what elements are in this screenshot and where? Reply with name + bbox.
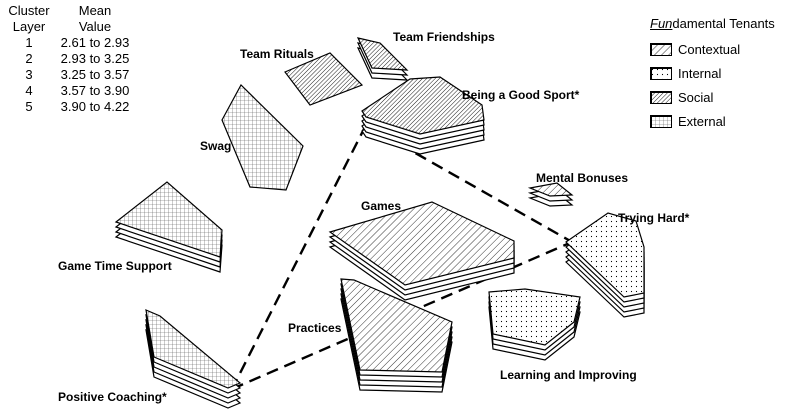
label-positive-coaching: Positive Coaching* (58, 390, 167, 404)
range-cell: 3.25 to 3.57 (60, 67, 130, 82)
label-trying-hard: Trying Hard* (618, 211, 690, 225)
team-friendships-cluster (356, 37, 409, 81)
label-team-friendships: Team Friendships (393, 30, 495, 44)
label-team-rituals: Team Rituals (240, 47, 314, 61)
label-learning-and-improving: Learning and Improving (500, 368, 637, 382)
label-practices: Practices (288, 321, 342, 335)
layer-cell: 3 (25, 67, 33, 82)
table-row: 3 3.25 to 3.57 (0, 67, 132, 83)
label-swag: Swag (200, 139, 232, 153)
trying-hard-cluster (565, 212, 645, 318)
internal-swatch (650, 66, 672, 80)
layer-cell: 1 (25, 35, 33, 50)
label-games: Games (361, 199, 402, 213)
cluster-layer (284, 52, 364, 106)
cluster-layer-table: Cluster Mean Layer Value 1 2.61 to 2.93 … (0, 3, 132, 115)
mental-bonuses-cluster (527, 182, 574, 207)
games-cluster (328, 201, 515, 301)
being-a-good-sport-cluster (361, 76, 485, 155)
link-good-sport-positive-coaching (230, 124, 368, 390)
range-cell: 2.93 to 3.25 (60, 51, 130, 66)
team-rituals-cluster (284, 52, 364, 106)
cluster-layer (221, 84, 304, 191)
header-layer: Layer (12, 19, 46, 34)
positive-coaching-cluster (145, 309, 242, 409)
cluster-layer (527, 182, 574, 197)
legend-title: Fundamental Tenants (650, 16, 775, 31)
header-mean: Mean (78, 3, 112, 18)
range-cell: 2.61 to 2.93 (60, 35, 130, 50)
label-mental-bonuses: Mental Bonuses (536, 171, 629, 185)
legend-label: Internal (678, 65, 722, 81)
table-row: 4 3.57 to 3.90 (0, 83, 132, 99)
cluster-layer (145, 309, 242, 389)
cluster-layer (114, 181, 223, 258)
contextual-swatch (650, 42, 672, 56)
table-row: 5 3.90 to 4.22 (0, 99, 132, 115)
layer-cell: 4 (25, 83, 33, 98)
external-swatch (650, 114, 672, 128)
social-swatch (650, 90, 672, 104)
link-positive-coaching-trying-hard (231, 240, 573, 391)
practices-cluster (340, 278, 453, 393)
cluster-layer (328, 201, 515, 286)
cluster-layer (488, 288, 581, 346)
legend-item-social: Social (650, 85, 775, 109)
cluster-layer (356, 37, 409, 71)
legend-label: Contextual (678, 41, 741, 57)
game-time-support-cluster (114, 181, 223, 273)
label-being-a-good-sport: Being a Good Sport* (462, 88, 580, 102)
learning-and-improving-cluster (488, 288, 581, 361)
legend-label: Social (678, 89, 714, 105)
table-row: 2 2.93 to 3.25 (0, 51, 132, 67)
layer-cell: 2 (25, 51, 33, 66)
table-row: 1 2.61 to 2.93 (0, 35, 132, 51)
legend-item-external: External (650, 109, 775, 133)
header-cluster: Cluster (8, 3, 50, 18)
swag-cluster (221, 84, 304, 191)
legend: Fundamental Tenants Contextual Internal … (650, 16, 775, 133)
layer-cell: 5 (25, 99, 33, 114)
cluster-layer (565, 212, 645, 298)
range-cell: 3.90 to 4.22 (60, 99, 130, 114)
range-cell: 3.57 to 3.90 (60, 83, 130, 98)
legend-label: External (678, 113, 726, 129)
header-value: Value (78, 19, 112, 34)
legend-item-contextual: Contextual (650, 37, 775, 61)
cluster-layer (361, 76, 485, 135)
legend-item-internal: Internal (650, 61, 775, 85)
label-game-time-support: Game Time Support (58, 259, 172, 273)
cluster-layer (340, 278, 453, 373)
